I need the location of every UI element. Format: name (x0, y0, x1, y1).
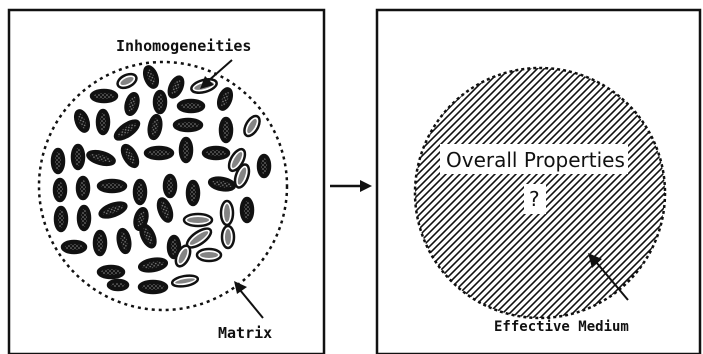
inhomogeneity-particle (98, 180, 126, 192)
inhomogeneity-particle (171, 274, 198, 288)
inhomogeneity-particle (222, 226, 234, 248)
inhomogeneity-particle (97, 110, 109, 134)
inhomogeneity-particle (138, 257, 168, 274)
inhomogeneity-particle (94, 231, 106, 255)
inhomogeneity-particle (147, 114, 163, 140)
inhomogeneity-particle (123, 92, 140, 116)
inhomogeneity-particle (78, 206, 90, 230)
effective-medium-label: Effective Medium (494, 319, 629, 335)
inhomogeneity-particle (178, 100, 204, 112)
hatch-line (168, 53, 448, 333)
inhomogeneity-particle (142, 65, 161, 90)
hatch-line (161, 53, 441, 333)
matrix-label: Matrix (218, 324, 272, 342)
inhomogeneity-particle (108, 280, 128, 290)
overall-properties-label: Overall Properties (446, 148, 625, 172)
hatch-line (175, 53, 455, 333)
inhomogeneity-particle (91, 90, 117, 102)
inhomogeneity-particle (187, 181, 199, 205)
inhomogeneity-particle (77, 177, 89, 199)
inhomogeneity-particle (145, 147, 173, 159)
inhomogeneity-particle (72, 145, 84, 169)
matrix-arrow-shaft (240, 290, 263, 318)
inhomogeneity-particle (62, 241, 86, 253)
inhomogeneity-particle (139, 281, 167, 293)
inhomogeneity-particle (73, 109, 92, 134)
inhomogeneity-particle (98, 200, 128, 221)
inhomogeneity-particle (155, 197, 174, 224)
inhomogeneity-particle (197, 249, 221, 261)
transformation-arrow (330, 180, 372, 192)
inhomogeneity-particle (115, 71, 138, 90)
inhomogeneity-particle (86, 149, 116, 168)
inhomogeneity-particle (137, 223, 158, 250)
inhomogeneity-particle (54, 179, 66, 201)
inhomogeneity-particle (98, 266, 124, 278)
inhomogeneity-particle (258, 155, 270, 177)
inhomogeneity-particle (166, 74, 186, 99)
inhomogeneity-particle (221, 201, 233, 225)
inhomogeneity-particle (134, 180, 146, 204)
left-panel: Inhomogeneities Matrix (9, 10, 324, 354)
inhomogeneity-particle (220, 118, 232, 142)
inhomogeneity-particle (208, 176, 236, 192)
inhomogeneity-particles (52, 65, 270, 293)
inhomogeneity-particle (184, 214, 212, 226)
inhomogeneity-particle (164, 175, 176, 197)
inhomogeneity-particle (119, 143, 141, 170)
inhomogeneity-particle (216, 87, 235, 112)
inhomogeneities-label: Inhomogeneities (116, 37, 251, 55)
unknown-properties-question-mark: ? (529, 187, 540, 211)
inhomogeneity-particle (52, 149, 64, 173)
inhomogeneity-particle (112, 117, 142, 143)
inhomogeneity-particle (55, 207, 67, 231)
inhomogeneity-particle (154, 91, 166, 113)
inhomogeneity-particle (241, 113, 262, 138)
inhomogeneity-particle (241, 198, 253, 222)
inhomogeneity-particle (203, 147, 229, 159)
inhomogeneity-particle (116, 228, 132, 254)
inhomogeneity-particle (174, 119, 202, 131)
inhomogeneity-particle (180, 138, 192, 162)
